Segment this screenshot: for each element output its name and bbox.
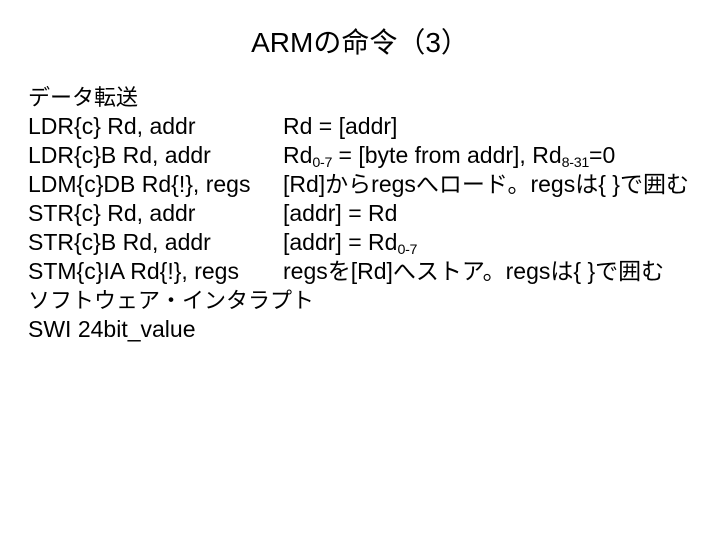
page-title: ARMの命令（3）	[251, 27, 469, 58]
description-text: regsを[Rd]へストア。regsは{ }で囲む	[283, 258, 665, 284]
description-text: [addr] = Rd	[283, 229, 398, 255]
bit-range-subscript: 0-7	[312, 154, 333, 171]
instruction-description: regsを[Rd]へストア。regsは{ }で囲む	[283, 257, 664, 286]
description-text: = [byte from addr], Rd	[332, 142, 562, 168]
description-text: [addr] = Rd	[283, 200, 398, 226]
description-text: Rd	[283, 142, 313, 168]
description-text: =0	[589, 142, 616, 168]
instruction-row: SWI 24bit_value	[28, 315, 720, 344]
instruction-row: STM{c}IA Rd{!}, regs regsを[Rd]へストア。regsは{…	[28, 257, 720, 286]
instruction-row: STR{c}B Rd, addr [addr] = Rd0-7	[28, 228, 720, 257]
bit-range-subscript: 0-7	[397, 241, 418, 258]
instruction-description: [addr] = Rd	[283, 199, 397, 228]
section-heading-row: ソフトウェア・インタラプト	[28, 286, 720, 315]
instruction-description: [Rd]からregsへロード。regsは{ }で囲む	[283, 170, 689, 199]
instruction-row: LDR{c} Rd, addr Rd = [addr]	[28, 112, 720, 141]
instruction-row: STR{c} Rd, addr [addr] = Rd	[28, 199, 720, 228]
instruction-description: Rd = [addr]	[283, 112, 397, 141]
instruction-row: LDM{c}DB Rd{!}, regs [Rd]からregsへロード。regsは…	[28, 170, 720, 199]
description-text: Rd = [addr]	[283, 113, 398, 139]
description-text: [Rd]からregsへロード。regsは{ }で囲む	[283, 171, 689, 197]
instruction-mnemonic: LDR{c} Rd, addr	[28, 113, 196, 139]
instruction-mnemonic: STR{c}B Rd, addr	[28, 229, 211, 255]
instruction-row: LDR{c}B Rd, addr Rd0-7 = [byte from addr]…	[28, 141, 720, 170]
section-heading-label: ソフトウェア・インタラプト	[28, 288, 315, 313]
instruction-mnemonic: STM{c}IA Rd{!}, regs	[28, 258, 239, 284]
instruction-mnemonic: STR{c} Rd, addr	[28, 200, 196, 226]
instruction-mnemonic: SWI 24bit_value	[28, 316, 196, 342]
instruction-description: Rd0-7 = [byte from addr], Rd8-31=0	[283, 141, 615, 170]
instruction-description: [addr] = Rd0-7	[283, 228, 417, 257]
instruction-mnemonic: LDM{c}DB Rd{!}, regs	[28, 171, 251, 197]
instruction-mnemonic: LDR{c}B Rd, addr	[28, 142, 211, 168]
bit-range-subscript: 8-31	[561, 154, 590, 171]
section-heading-label: データ転送	[28, 85, 139, 110]
section-heading-row: データ転送	[28, 83, 720, 112]
